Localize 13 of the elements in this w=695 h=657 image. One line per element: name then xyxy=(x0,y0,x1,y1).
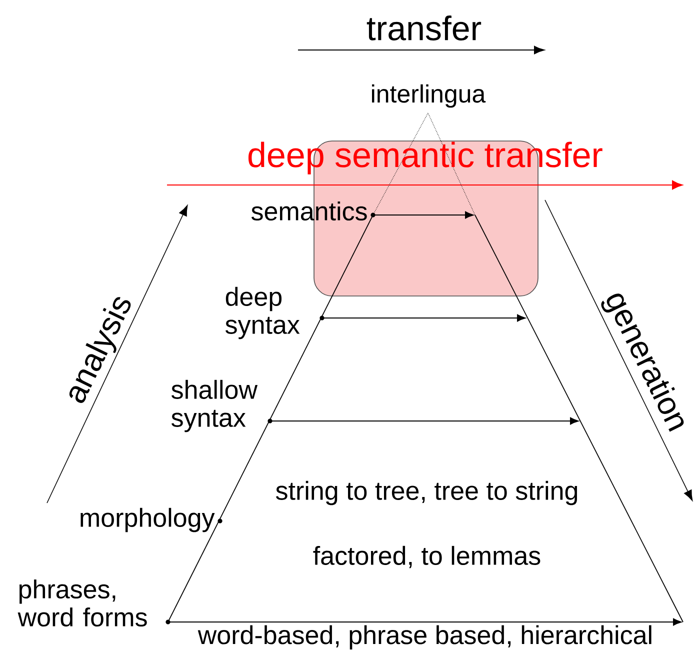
level-label: shallow syntax xyxy=(172,380,258,432)
arrow xyxy=(270,417,579,425)
edge-label: word-based, phrase based, hierarchical xyxy=(196,624,654,650)
arrow xyxy=(322,314,526,322)
level-label: string to tree, tree to string xyxy=(276,480,578,506)
level-label: morphology xyxy=(80,508,215,532)
level-label: deep syntax xyxy=(226,286,300,340)
level-label: phrases, word forms xyxy=(18,579,147,627)
level-label: interlingua xyxy=(372,84,486,108)
level-label: transfer xyxy=(366,16,482,40)
arrow xyxy=(372,211,474,219)
arrow xyxy=(168,618,682,626)
level-label: factored, to lemmas xyxy=(313,546,540,568)
